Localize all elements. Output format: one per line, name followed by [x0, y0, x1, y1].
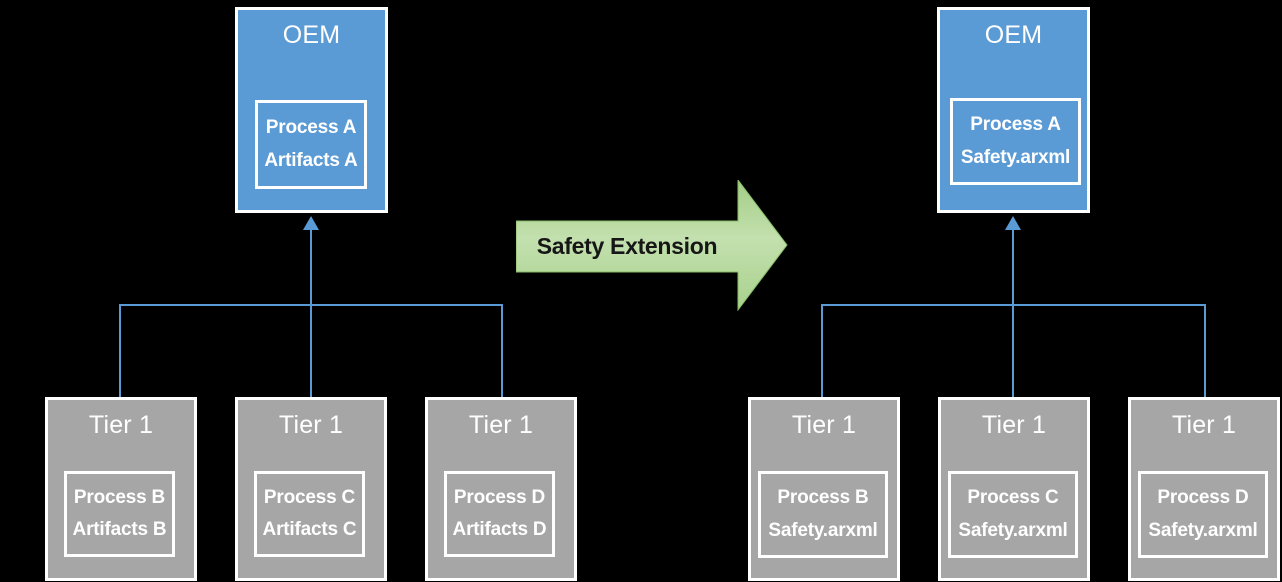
oem-box-after: OEM Process A Safety.arxml [937, 7, 1090, 213]
process-label: Process A [970, 114, 1061, 136]
tier1-box-c-after: Tier 1 Process C Safety.arxml [938, 397, 1090, 581]
process-label: Process D [453, 486, 546, 508]
tier1-title: Tier 1 [1171, 411, 1237, 439]
tier1-process-box-c-before: Process C Artifacts C [254, 471, 365, 557]
connector-line-center-before [310, 229, 312, 397]
artifact-label: Safety.arxml [768, 519, 878, 541]
tier1-box-b-after: Tier 1 Process B Safety.arxml [748, 397, 900, 581]
tier1-title: Tier 1 [88, 411, 154, 439]
connector-line-left-after [821, 304, 823, 397]
process-label: Process A [265, 117, 357, 139]
artifact-label: Safety.arxml [1148, 519, 1258, 541]
process-label: Process B [777, 487, 869, 509]
safety-extension-label: Safety Extension [536, 233, 718, 259]
safety-extension-arrow [516, 180, 788, 311]
tier1-process-box-d-after: Process D Safety.arxml [1138, 471, 1268, 558]
oem-box-before: OEM Process A Artifacts A [235, 7, 388, 213]
tier1-process-box-b-before: Process B Artifacts B [64, 471, 175, 557]
artifact-label: Safety.arxml [958, 519, 1068, 541]
connector-line-right-before [501, 304, 503, 397]
oem-title: OEM [282, 21, 341, 49]
tier1-box-d-after: Tier 1 Process D Safety.arxml [1128, 397, 1280, 581]
connector-line-center-after [1012, 229, 1014, 397]
tier1-box-c-before: Tier 1 Process C Artifacts C [235, 397, 387, 581]
artifact-label: Artifacts D [452, 519, 547, 540]
tier1-process-box-b-after: Process B Safety.arxml [758, 471, 888, 558]
oem-process-box-before: Process A Artifacts A [255, 100, 367, 189]
tier1-title: Tier 1 [468, 411, 534, 439]
oem-process-box-after: Process A Safety.arxml [950, 98, 1081, 185]
tier1-title: Tier 1 [278, 411, 344, 439]
process-label: Process B [73, 486, 166, 508]
artifact-label: Artifacts B [72, 519, 167, 540]
tier1-title: Tier 1 [791, 411, 857, 439]
connector-rail-before [119, 304, 503, 306]
tier1-process-box-d-before: Process D Artifacts D [444, 471, 555, 557]
connector-line-left-before [119, 304, 121, 397]
artifact-label: Artifacts A [264, 149, 358, 171]
tier1-box-b-before: Tier 1 Process B Artifacts B [45, 397, 197, 581]
tier1-box-d-before: Tier 1 Process D Artifacts D [425, 397, 577, 581]
oem-title: OEM [984, 21, 1043, 49]
connector-arrowhead-before [303, 216, 319, 230]
process-label: Process C [967, 487, 1059, 509]
process-label: Process C [263, 486, 356, 508]
tier1-title: Tier 1 [981, 411, 1047, 439]
tier1-process-box-c-after: Process C Safety.arxml [948, 471, 1078, 558]
artifact-label: Safety.arxml [960, 146, 1071, 168]
connector-line-right-after [1204, 304, 1206, 397]
connector-arrowhead-after [1005, 216, 1021, 230]
process-label: Process D [1157, 487, 1249, 509]
artifact-label: Artifacts C [262, 519, 357, 540]
connector-rail-after [821, 304, 1206, 306]
